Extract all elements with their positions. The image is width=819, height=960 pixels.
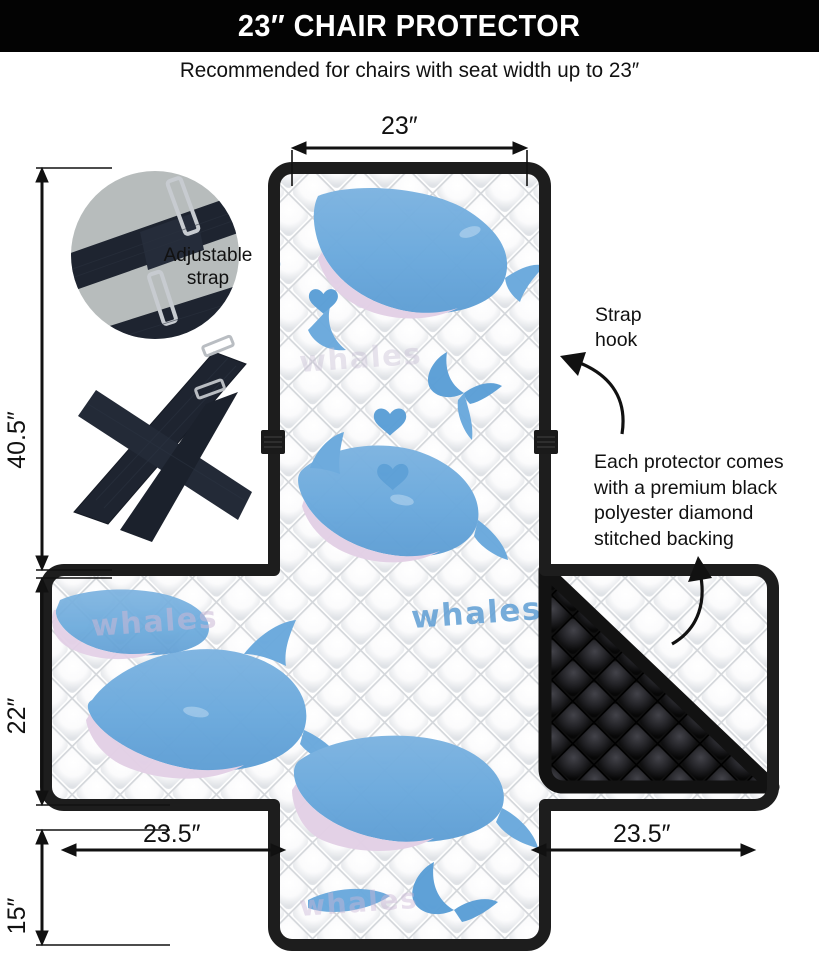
dimension-label-bottom-left: 23.5″ xyxy=(143,820,201,848)
buckle-icon xyxy=(201,334,235,358)
backing-line2: with a premium black xyxy=(594,476,778,499)
loose-straps-photo xyxy=(73,334,252,542)
strap-hook-arrow xyxy=(571,358,625,435)
page-title: 23″ CHAIR PROTECTOR xyxy=(238,8,581,43)
dimension-label-left-upper: 40.5″ xyxy=(3,411,31,469)
adjustable-strap-caption: Adjustable strap xyxy=(148,244,268,290)
whale-motif xyxy=(52,589,209,660)
black-backing-flap xyxy=(538,563,780,794)
dimension-lines xyxy=(35,141,757,947)
whale-tail-motif xyxy=(427,352,502,440)
buckle-icon xyxy=(165,176,201,236)
buckle-icon xyxy=(194,378,226,400)
strap-hook-arrowhead xyxy=(560,352,586,376)
whale-motif xyxy=(308,188,545,351)
dimension-label-left-lower: 15″ xyxy=(3,897,31,935)
dimension-label-top-width: 23″ xyxy=(381,112,418,140)
backing-callout: Each protector comes with a premium blac… xyxy=(594,450,784,552)
backing-line1: Each protector comes xyxy=(594,451,784,473)
backing-line3: polyester diamond xyxy=(594,502,754,524)
strap-hook-tab-left xyxy=(261,430,285,454)
adjustable-strap-line2: strap xyxy=(186,268,230,289)
header-subtitle: Recommended for chairs with seat width u… xyxy=(179,58,640,82)
strap-hook-line1: Strap xyxy=(595,304,642,326)
adjustable-strap-line1: Adjustable xyxy=(163,245,253,266)
buckle-icon xyxy=(147,269,178,326)
protector-body: whales whales whales whales xyxy=(46,78,780,945)
adjustable-strap-inset xyxy=(71,171,239,339)
header-bar: 23″ CHAIR PROTECTOR xyxy=(0,0,819,52)
strap-hook-callout: Strap hook xyxy=(595,303,642,353)
strap-hook-line2: hook xyxy=(595,329,638,351)
backing-arrow xyxy=(671,571,704,646)
whale-motif xyxy=(292,735,538,851)
whale-tail-motif xyxy=(308,862,498,922)
strap-hook-tab-right xyxy=(534,430,558,454)
dimension-label-bottom-right: 23.5″ xyxy=(613,820,671,848)
whale-motif xyxy=(298,432,508,563)
dimension-label-left-mid: 22″ xyxy=(3,697,31,735)
backing-arrowhead xyxy=(688,556,712,582)
backing-line4: stitched backing xyxy=(594,527,734,550)
